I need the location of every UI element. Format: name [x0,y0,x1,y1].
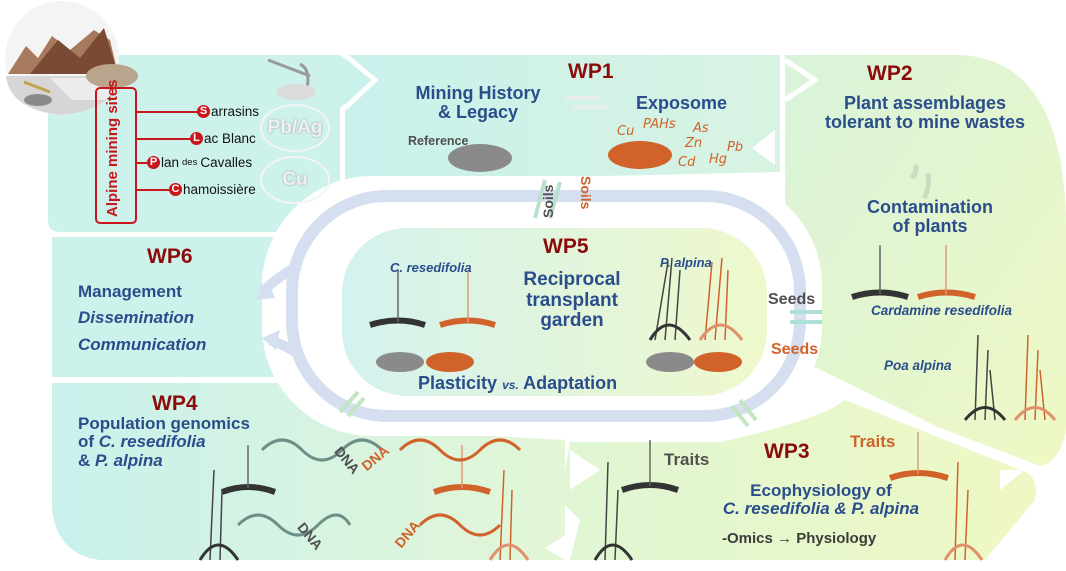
wp6-management: Management [78,282,182,301]
wp5-soil-gray-1 [376,352,424,372]
dna-helix-orange-2 [418,513,502,537]
dna-helix-gray-2 [236,513,352,537]
plant-p-alpina-orange-wp4 [488,469,530,561]
wp5-species-p-alpina: P. alpina [660,255,712,270]
wp1-exposome: Exposome [636,93,728,113]
traits-label-gray: Traits [664,450,710,469]
wp5-soil-gray-2 [646,352,694,372]
plant-c-resedifolia-orange-wp2 [917,245,976,300]
soils-arrow [533,179,562,219]
contaminant-pb: Pb [727,140,744,155]
plant-c-resedifolia-gray-wp2 [851,245,909,300]
plant-p-alpina-gray-wp2 [963,334,1007,421]
wp6-communication: Communication [78,335,207,354]
seeds-label-gray: Seeds [768,291,816,308]
soils-label-reference: Soils [540,184,556,218]
wp2-contamination-of-plants: Contamination of plants [867,197,993,237]
wp6-title: WP6 [147,245,193,268]
wp1-exchange-arrow [565,96,610,109]
plant-c-resedifolia-gray-wp5 [369,270,426,328]
plant-c-resedifolia-orange-wp3 [888,432,949,481]
reference-label: Reference [408,134,469,148]
traits-label-orange: Traits [850,432,896,451]
seeds-arrow [790,310,822,324]
plant-c-resedifolia-gray-wp4 [220,445,277,495]
wp5-plasticity-vs-adaptation: Plasticity vs. Adaptation [418,373,618,393]
wp5-to-wp3-arrow [730,398,758,428]
wp5-title: WP5 [543,235,589,258]
wp2-plant-assemblages: Plant assemblages tolerant to mine waste… [824,93,1026,133]
central-ring-blue [286,190,806,422]
dna-helix-orange-1 [398,438,522,462]
plant-p-alpina-orange-wp3 [943,461,984,561]
reference-soil [448,144,512,172]
contaminant-cd: Cd [678,155,696,170]
wp4-population-genomics: Population genomics of C. resedifolia & … [78,414,250,470]
wp5-soil-orange-1 [426,352,474,372]
species-cardamine-resedifolia: Cardamine resedifolia [871,303,1013,318]
contaminant-cu: Cu [617,124,635,139]
plant-c-resedifolia-orange-wp5 [439,270,496,328]
alpine-sites-bracket [95,87,137,224]
wp6-panel [52,237,298,377]
wp4-title: WP4 [152,392,198,415]
wp4-to-wp5-arrow [338,390,366,418]
species-poa-alpina: Poa alpina [884,358,952,373]
plant-c-resedifolia-gray-wp3 [620,440,680,493]
ore-pile-icon [86,64,138,88]
dna-helix-gray-1 [260,438,384,462]
contaminant-as: As [693,121,709,136]
wp3-title: WP3 [764,440,810,463]
wp1-mining-history: Mining History & Legacy [415,83,541,123]
metal-cu: Cu [260,156,330,204]
pickaxe-icon [267,58,316,100]
contaminated-soil [608,141,672,169]
wp1-title: WP1 [568,60,614,83]
plant-p-alpina-gray-wp3 [593,461,634,561]
alpine-mining-sites-label: Alpine mining sites [104,79,121,217]
mountain-mine-icon [5,1,119,115]
contaminant-zn: Zn [685,136,703,151]
metal-pb-ag: Pb/Ag [260,104,330,152]
wp5-species-c-resedifolia: C. resedifolia [390,260,472,275]
soils-label-contaminated: Soils [578,176,594,210]
plant-c-resedifolia-orange-wp4 [432,445,492,495]
wp2-cycle-arrow [909,163,931,200]
plant-p-alpina-gray-wp4 [198,469,240,561]
wp2-title: WP2 [867,62,913,85]
wp5-reciprocal-transplant-garden: Reciprocal transplant garden [523,269,621,332]
contaminant-hg: Hg [709,152,728,167]
wp3-ecophysiology: Ecophysiology of C. resedifolia & P. alp… [722,481,920,519]
wp3-omics-physiology: -Omics → Physiology [722,530,877,547]
seeds-label-orange: Seeds [771,341,819,358]
plant-p-alpina-gray-wp5 [648,257,692,341]
wp2-panel [785,55,1066,466]
wp3-panel [560,400,1036,560]
arrow-right-icon: → [777,530,793,547]
wp5-soil-orange-2 [694,352,742,372]
wp6-dissemination: Dissemination [78,308,195,327]
plant-p-alpina-orange-wp5 [698,257,744,341]
plant-p-alpina-orange-wp2 [1013,334,1057,421]
contaminant-pahs: PAHs [643,117,676,132]
